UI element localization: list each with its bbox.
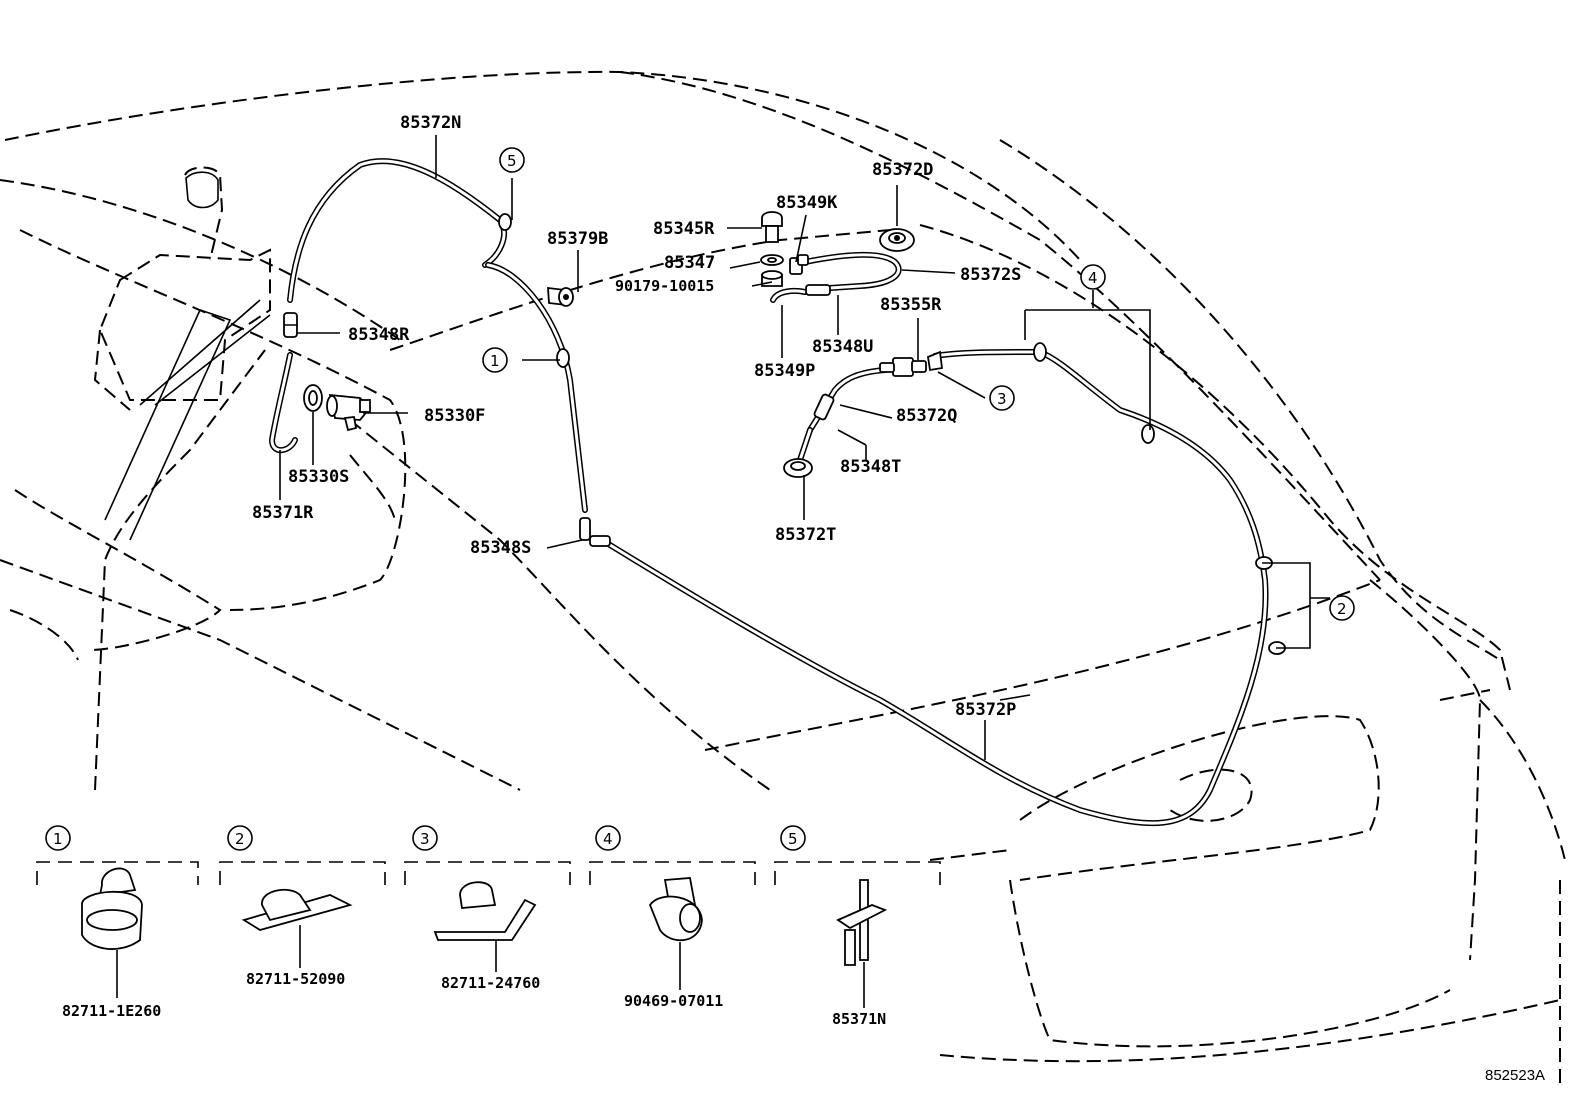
nozzle-85345R [761,211,783,243]
hose-main-to-tee [485,262,588,513]
diagram-callouts: 5 1 3 4 2 [482,147,1355,621]
car-body-outline [0,70,1566,1090]
callout-4-text: 4 [1088,269,1098,287]
clip-4-part: 90469-07011 [624,992,723,1010]
callout-4-circle [1080,264,1106,290]
label-85379B: 85379B [547,229,608,249]
clip-legend-2: 2 82711-52090 [219,825,386,988]
callout-1-text: 1 [490,352,500,370]
callout-5-text: 5 [507,152,517,170]
washer-85347 [760,254,784,266]
clip-legend-5: 5 85371N [774,825,941,1028]
clip-5-part: 85371N [832,1010,886,1028]
tee-joint-85348S [579,517,611,547]
hose-85371R [269,352,298,454]
joint-85348U [805,284,831,296]
label-85349K: 85349K [776,193,838,213]
joint-85348T [813,393,835,421]
clip-legend-4: 4 90469-07011 [589,825,756,1010]
clip-2-number: 2 [235,830,245,848]
joint-85348R [283,312,298,338]
grommet-85372D [879,228,915,252]
callout-2-text: 2 [1337,600,1347,618]
part-labels: 85372N 85372D 85349K 85345R 85379B 85347… [252,113,1021,720]
label-85347: 85347 [664,253,715,273]
clip-legend-1: 1 82711-1E260 [36,825,199,1020]
washer-pump-85330F [326,393,372,432]
callout-2-circle [1329,595,1355,621]
hose-85372S [802,251,902,291]
clip-1-number: 1 [53,830,63,848]
leader-lines [279,135,1330,760]
label-85355R: 85355R [880,295,942,315]
valve-85355R [879,350,944,377]
clip-3-part: 82711-24760 [441,974,540,992]
washer-tank [93,166,271,541]
label-85371R: 85371R [252,503,314,523]
label-85372S: 85372S [960,265,1021,285]
label-85348T: 85348T [840,457,901,477]
label-90179-10015: 90179-10015 [615,277,714,295]
hose-85372Q [807,367,888,433]
callout-1-circle [482,347,508,373]
hose-85372N [287,158,507,303]
hose-85349P [770,288,808,303]
clip-legend: 1 82711-1E260 2 82711-52090 3 82711 [36,825,941,1028]
clip-legend-3: 3 82711-24760 [404,825,571,992]
joint-85349K [789,254,809,275]
callout-5-circle [499,147,525,173]
clip-5-number: 5 [788,830,798,848]
label-85348U: 85348U [812,337,873,357]
label-85330F: 85330F [424,406,485,426]
label-85348R: 85348R [348,325,410,345]
hose-85372T-lead [797,427,813,463]
clip-3-number: 3 [420,830,430,848]
callout-3-text: 3 [997,390,1007,408]
clip-1-part: 82711-1E260 [62,1002,161,1020]
label-85372N: 85372N [400,113,461,133]
label-85349P: 85349P [754,361,815,381]
callout-3-circle [989,385,1015,411]
label-85372D: 85372D [872,160,933,180]
label-85345R: 85345R [653,219,715,239]
label-85330S: 85330S [288,467,349,487]
hose-clips [498,213,1311,655]
label-85372T: 85372T [775,525,836,545]
reference-code: 852523A [1485,1067,1545,1084]
grommet-85330S [303,384,323,412]
label-85348S: 85348S [470,538,531,558]
hose-85372P [607,349,1269,827]
clip-4-number: 4 [603,830,613,848]
clip-2-part: 82711-52090 [246,970,345,988]
joint-85379B [547,286,574,307]
label-85372P: 85372P [955,700,1016,720]
grommet-85372T [783,458,813,478]
label-85372Q: 85372Q [896,406,957,426]
